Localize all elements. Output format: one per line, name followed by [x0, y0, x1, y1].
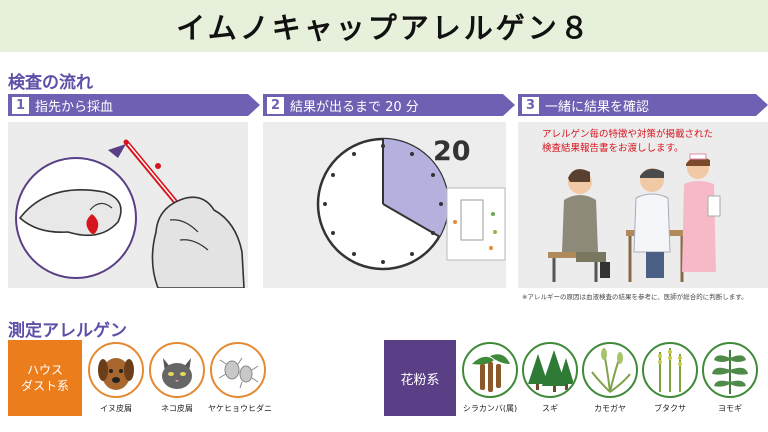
step-3-illustration: アレルゲン毎の特徴や対策が掲載された 検査結果報告書をお渡しします。: [518, 122, 768, 288]
mugwort-icon: [702, 342, 758, 398]
step-3-number: 3: [522, 96, 539, 114]
allergen-mugwort: ヨモギ: [700, 342, 760, 414]
allergen-label: シラカンバ(属): [462, 404, 518, 413]
allergen-dog-dander: イヌ皮屑: [86, 342, 146, 414]
allergen-orchard-grass: カモガヤ: [580, 342, 640, 414]
house-dust-line-1: ハウス: [26, 363, 63, 377]
allergen-birch: シラカンバ(属): [460, 342, 520, 414]
doctor-patient-illustration: [548, 153, 721, 282]
allergen-cedar: スギ: [520, 342, 580, 414]
allergen-label: カモガヤ: [594, 404, 626, 413]
house-dust-line-2: ダスト系: [20, 379, 69, 393]
clock-illustration: [316, 137, 506, 271]
flow-heading: 検査の流れ: [8, 73, 93, 93]
allergen-label: ヤケヒョウヒダニ: [208, 404, 272, 413]
dog-icon: [88, 342, 144, 398]
cedar-tree-icon: [522, 342, 578, 398]
title-banner: イムノキャップアレルゲン８: [0, 0, 768, 52]
allergen-label: ブタクサ: [654, 404, 686, 413]
step-2-number: 2: [267, 96, 284, 114]
pollen-category: 花粉系: [384, 340, 456, 416]
allergen-label: イヌ皮屑: [100, 404, 132, 413]
step-3-bar: 3 一緒に結果を確認: [518, 94, 768, 116]
diagnosis-note: ※アレルギーの原因は血液検査の結果を参考に、医師が総合的に判断します。: [522, 293, 748, 301]
allergen-heading: 測定アレルゲン: [8, 321, 127, 341]
blood-sampling-illustration: [15, 139, 245, 289]
grass-icon: [582, 342, 638, 398]
ragweed-icon: [642, 342, 698, 398]
allergen-label: ヨモギ: [718, 404, 742, 413]
step-1-bar: 1 指先から採血: [8, 94, 260, 116]
step-2-bar: 2 結果が出るまで 20 分: [263, 94, 515, 116]
step-1-label: 指先から採血: [35, 99, 114, 115]
step-1-illustration: [8, 122, 248, 289]
allergen-label: スギ: [542, 404, 558, 413]
report-message-line-2: 検査結果報告書をお渡しします。: [542, 143, 684, 154]
step-1-number: 1: [12, 96, 29, 114]
page-title: イムノキャップアレルゲン８: [176, 11, 592, 45]
cat-icon: [149, 342, 205, 398]
birch-catkin-icon: [462, 342, 518, 398]
timer-minutes: 20: [433, 136, 471, 167]
mite-icon: [210, 342, 266, 398]
step-2-illustration: 20: [263, 122, 506, 288]
report-message-line-1: アレルゲン毎の特徴や対策が掲載された: [542, 129, 714, 140]
step-2-label: 結果が出るまで 20 分: [290, 99, 419, 115]
allergen-dust-mite: ヤケヒョウヒダニ: [208, 342, 272, 414]
report-message: アレルゲン毎の特徴や対策が掲載された 検査結果報告書をお渡しします。: [542, 128, 713, 156]
allergen-cat-dander: ネコ皮屑: [147, 342, 207, 414]
house-dust-category: ハウス ダスト系: [8, 340, 82, 416]
allergen-ragweed: ブタクサ: [640, 342, 700, 414]
step-3-label: 一緒に結果を確認: [545, 99, 650, 115]
allergen-label: ネコ皮屑: [161, 404, 193, 413]
